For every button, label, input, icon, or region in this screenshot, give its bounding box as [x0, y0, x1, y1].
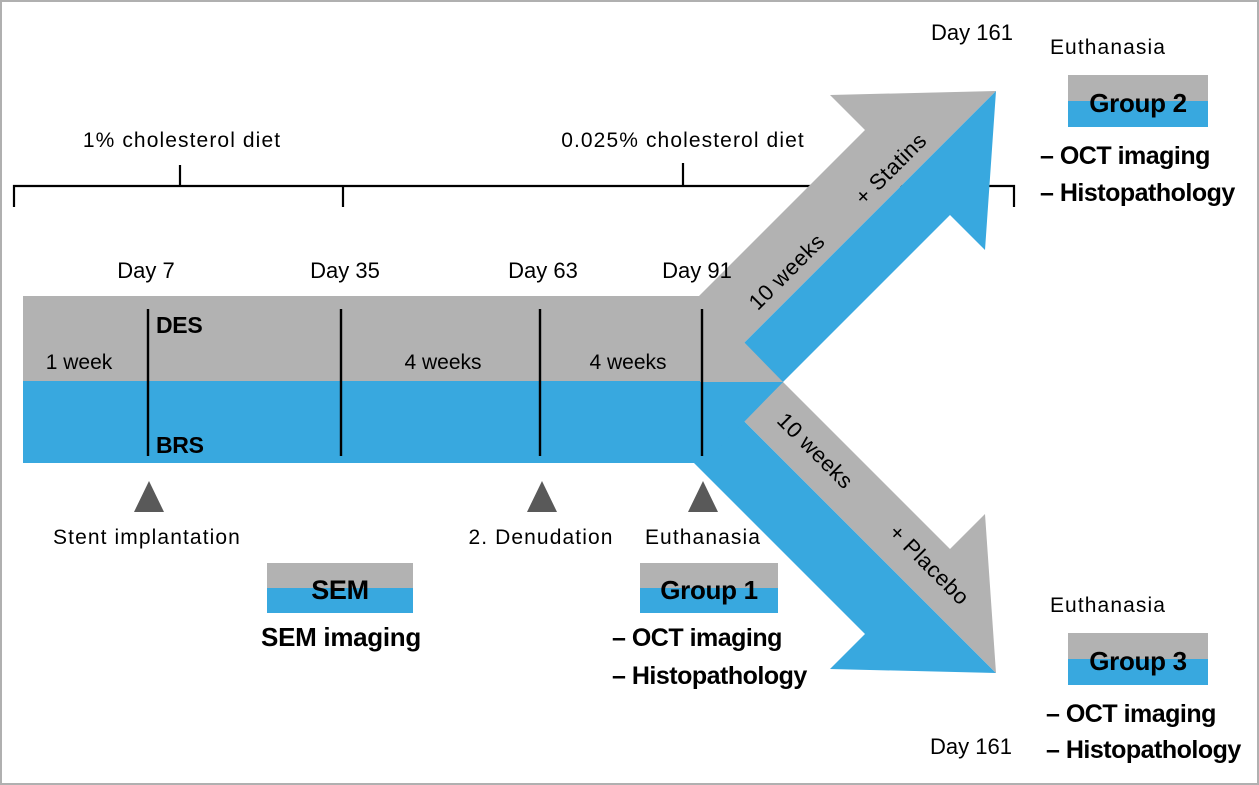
timeline-bar-des — [23, 296, 700, 381]
group2-title: Group 2 — [1089, 88, 1187, 118]
denudation-marker-triangle — [527, 481, 557, 512]
denudation-label: 2. Denudation — [468, 526, 613, 549]
group3-bullet-oct: – OCT imaging — [1046, 700, 1216, 728]
sem-caption: SEM imaging — [261, 622, 421, 652]
group1-box-blue — [640, 588, 778, 613]
group2-box: Group 2 — [1068, 75, 1208, 127]
diet-phase1-label: 1% cholesterol diet — [83, 129, 281, 152]
day91-label: Day 91 — [662, 258, 732, 283]
group3-box-gray — [1068, 633, 1208, 659]
day63-label: Day 63 — [508, 258, 578, 283]
group2-box-gray — [1068, 75, 1208, 101]
brs-label: BRS — [156, 432, 204, 458]
euthanasia-top-label: Euthanasia — [1050, 36, 1166, 59]
day161-top-label: Day 161 — [931, 20, 1013, 45]
day35-label: Day 35 — [310, 258, 380, 283]
day161-bottom-label: Day 161 — [930, 734, 1012, 759]
diet-phase2-label: 0.025% cholesterol diet — [561, 129, 805, 152]
implantation-marker-triangle — [134, 481, 164, 512]
group3-box-blue — [1068, 659, 1208, 685]
group1-bullet-oct: – OCT imaging — [612, 624, 782, 652]
group3-bullet-histo: – Histopathology — [1046, 736, 1241, 764]
sem-box-label: SEM — [311, 575, 369, 605]
diet-period-bracket — [12, 163, 1016, 207]
sem-box-gray — [267, 563, 413, 588]
group3-title: Group 3 — [1089, 646, 1187, 676]
euthanasia-marker-triangle — [688, 481, 718, 512]
segment3-label: 4 weeks — [589, 351, 666, 374]
day7-label: Day 7 — [117, 258, 174, 283]
timeline-bar-brs — [23, 381, 700, 463]
group2-box-blue — [1068, 101, 1208, 127]
group1-box-gray — [640, 563, 778, 588]
group1-box: Group 1 — [640, 563, 778, 613]
segment1-label: 1 week — [46, 351, 113, 374]
sem-box-blue — [267, 588, 413, 613]
euthanasia-bottom-label: Euthanasia — [1050, 594, 1166, 617]
group3-box: Group 3 — [1068, 633, 1208, 685]
segment2-label: 4 weeks — [404, 351, 481, 374]
group2-bullet-histo: – Histopathology — [1040, 179, 1235, 207]
sem-box: SEM — [267, 563, 413, 613]
group1-bullet-histo: – Histopathology — [612, 662, 807, 690]
group1-title: Group 1 — [660, 575, 758, 605]
des-label: DES — [156, 312, 202, 338]
implantation-label: Stent implantation — [53, 526, 241, 549]
group2-bullet-oct: – OCT imaging — [1040, 142, 1210, 170]
euthanasia-day91-label: Euthanasia — [645, 526, 761, 549]
